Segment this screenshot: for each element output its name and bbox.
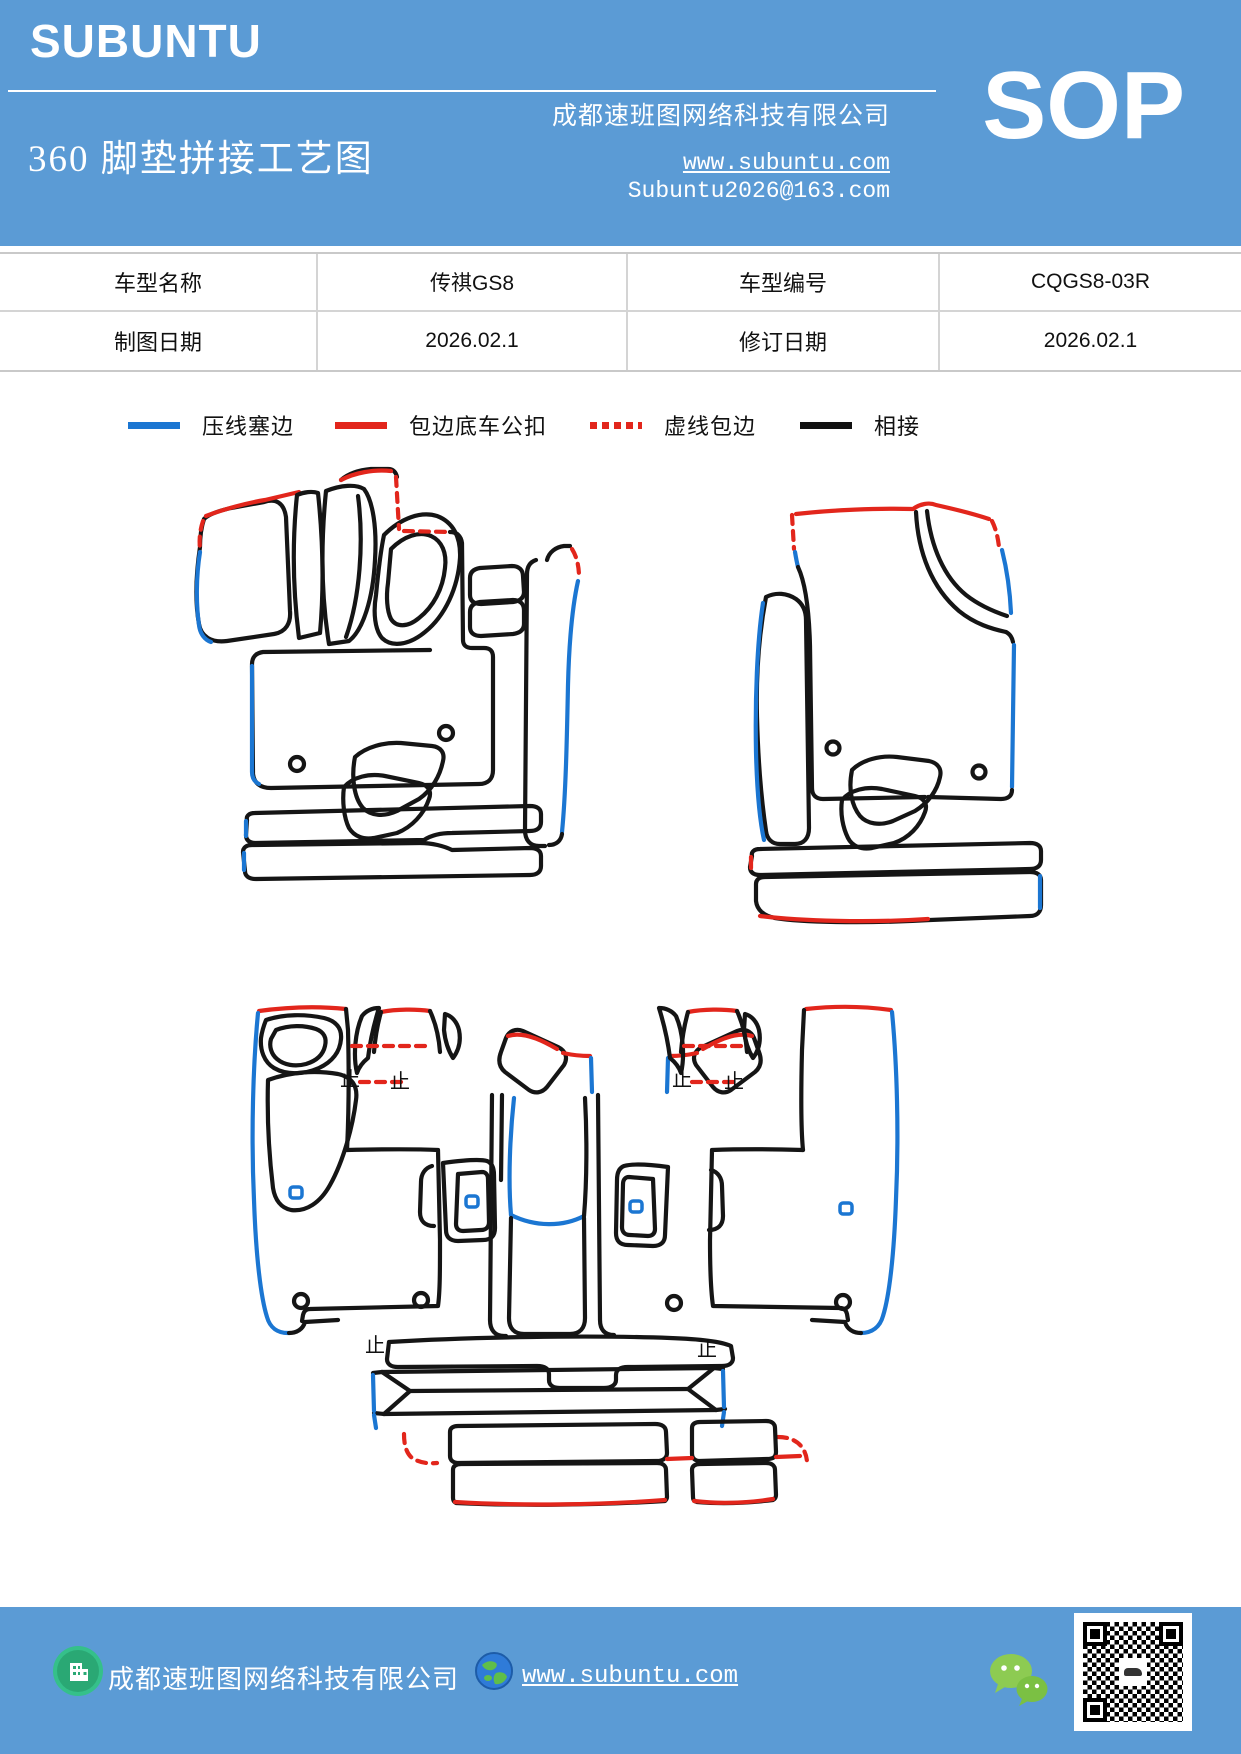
qr-finder-bottom-left — [1083, 1698, 1107, 1722]
legend-label: 包边底车公扣 — [409, 414, 548, 439]
footer-website-link[interactable]: www.subuntu.com — [522, 1663, 739, 1690]
header-website-link[interactable]: www.subuntu.com — [682, 150, 890, 176]
building-icon — [53, 1646, 103, 1696]
red-line-swatch — [335, 421, 387, 429]
black-line-swatch — [800, 421, 852, 429]
vehicle-info-table: 车型名称 传祺GS8 车型编号 CQGS8-03R 制图日期 2026.02.1… — [0, 252, 1241, 372]
header-divider — [8, 90, 936, 92]
legend-item-binding-buckle: 包边底车公扣 — [335, 408, 547, 442]
table-value-model-code: CQGS8-03R — [940, 254, 1241, 312]
wechat-icon — [990, 1654, 1048, 1706]
stitch-stop-mark: 止 — [365, 1334, 385, 1357]
stitch-stop-mark: 止 — [672, 1068, 692, 1091]
legend-label: 压线塞边 — [202, 414, 295, 439]
rear-360-mat-diagram: 止 止 止 止 — [250, 1004, 900, 1507]
stitch-stop-mark: 止 — [340, 1068, 360, 1091]
legend-label: 相接 — [874, 414, 921, 439]
header-email: Subuntu2026@163.com — [627, 178, 890, 204]
footer: 成都速班图网络科技有限公司 www.subuntu.com — [0, 1607, 1241, 1754]
brand-logo: SUBUNTU — [30, 15, 262, 67]
stitch-stop-mark: 止 — [390, 1070, 410, 1093]
footer-company-name: 成都速班图网络科技有限公司 — [108, 1665, 460, 1694]
legend-label: 虚线包边 — [664, 414, 757, 439]
blue-line-swatch — [128, 421, 180, 429]
qr-center-logo — [1119, 1658, 1147, 1686]
table-label-model-name: 车型名称 — [0, 254, 318, 312]
qr-code — [1074, 1613, 1192, 1731]
stitch-stop-mark: 止 — [724, 1070, 744, 1093]
front-right-mat-diagram — [747, 501, 1044, 925]
stitch-stop-mark: 止 — [697, 1338, 717, 1361]
table-value-model-name: 传祺GS8 — [318, 254, 628, 312]
legend-item-dashed-binding: 虚线包边 — [590, 408, 756, 442]
sop-badge: SOP — [982, 52, 1185, 159]
front-left-mat-diagram — [194, 466, 582, 882]
legend-item-press-edge: 压线塞边 — [128, 408, 294, 442]
table-value-draw-date: 2026.02.1 — [318, 312, 628, 370]
line-type-legend: 压线塞边 包边底车公扣 虚线包边 相接 — [0, 408, 1241, 442]
header-company-name: 成都速班图网络科技有限公司 — [551, 103, 890, 130]
table-value-revise-date: 2026.02.1 — [940, 312, 1241, 370]
qr-finder-top-right — [1159, 1622, 1183, 1646]
table-label-revise-date: 修订日期 — [628, 312, 940, 370]
table-label-model-code: 车型编号 — [628, 254, 940, 312]
table-label-draw-date: 制图日期 — [0, 312, 318, 370]
header: SUBUNTU 360 脚垫拼接工艺图 成都速班图网络科技有限公司 www.su… — [0, 0, 1241, 246]
red-dashed-line-swatch — [590, 421, 642, 429]
qr-finder-top-left — [1083, 1622, 1107, 1646]
globe-icon — [475, 1652, 513, 1690]
page-title: 360 脚垫拼接工艺图 — [28, 139, 374, 180]
legend-item-join: 相接 — [800, 408, 920, 442]
